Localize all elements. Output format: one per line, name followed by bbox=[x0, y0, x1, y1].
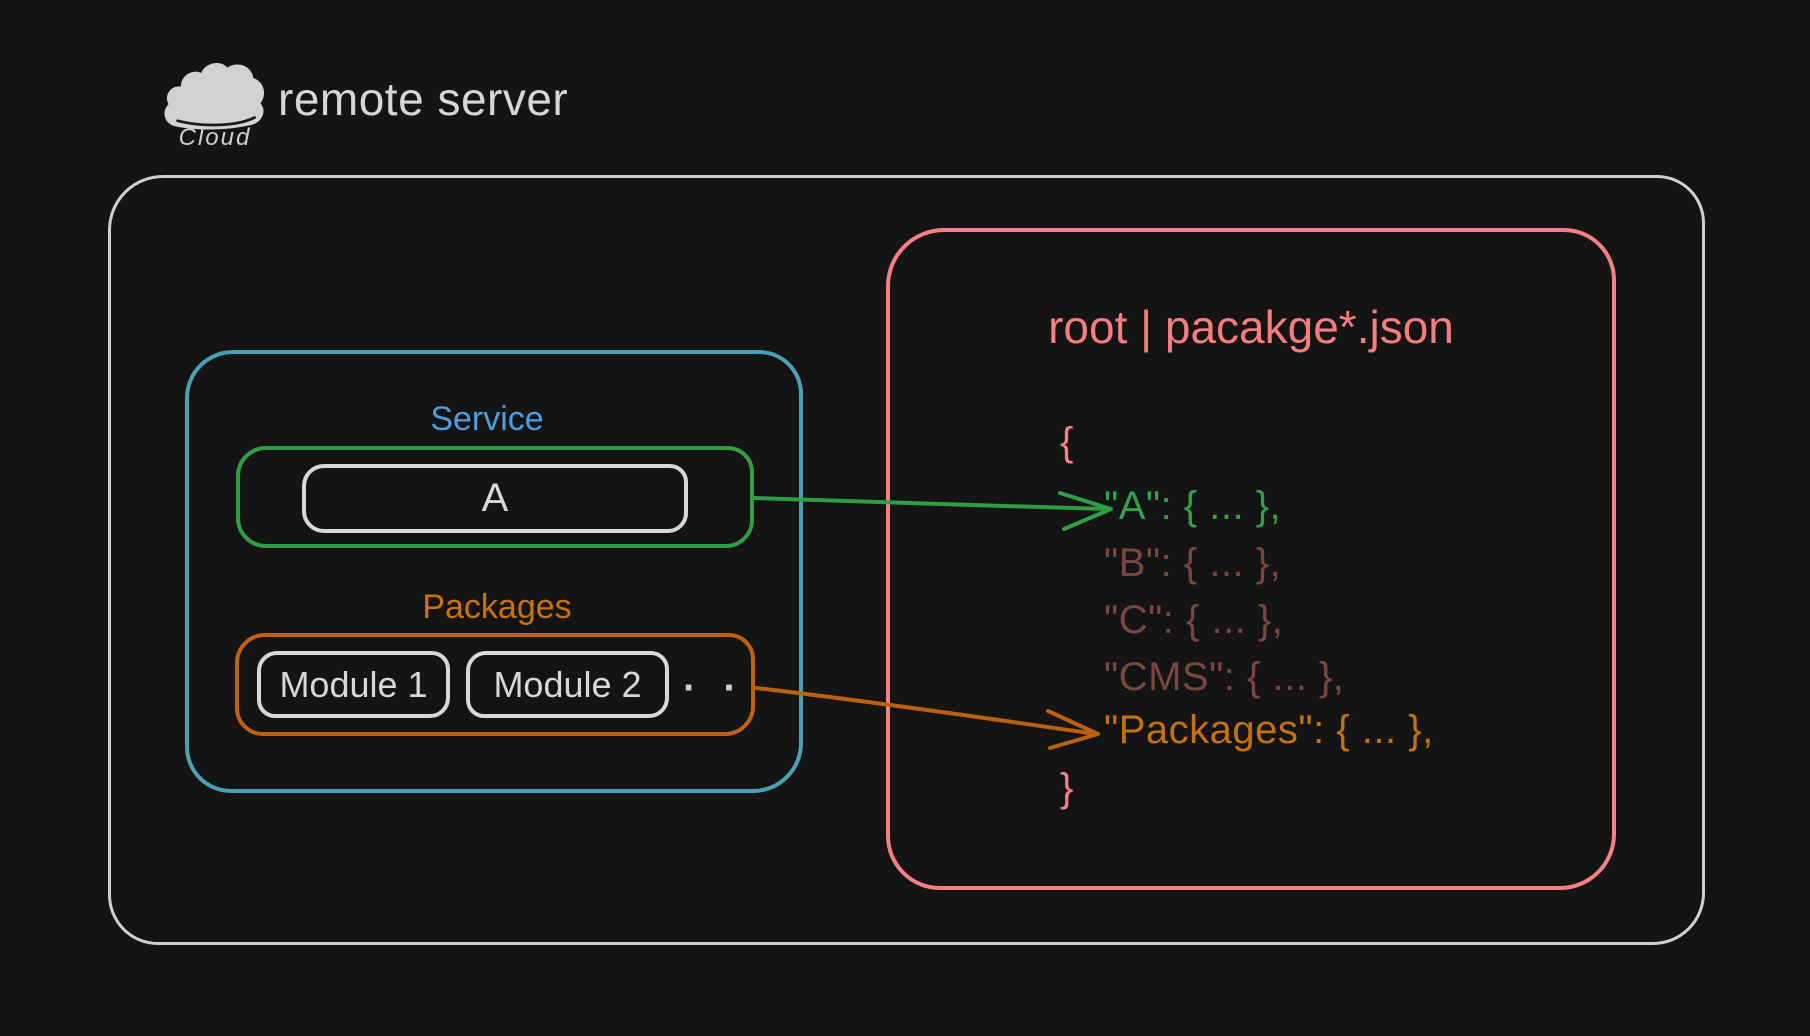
packages-group-box bbox=[235, 633, 755, 736]
service-group-label: Service bbox=[430, 400, 544, 438]
page-title: remote server bbox=[278, 73, 569, 125]
config-panel-title: root | pacakge*.json bbox=[1048, 301, 1454, 353]
config-panel-box bbox=[886, 228, 1616, 890]
packages-group-label: Packages bbox=[422, 588, 572, 626]
code-line-packages: "Packages": { ... }, bbox=[1104, 708, 1434, 752]
code-line-cms: "CMS": { ... }, bbox=[1104, 655, 1345, 699]
module-2-label: Module 2 bbox=[493, 663, 642, 705]
cloud-caption: Cloud bbox=[178, 124, 252, 151]
code-line-b: "B": { ... }, bbox=[1104, 541, 1282, 585]
code-close-brace: } bbox=[1060, 766, 1074, 810]
cloud-icon bbox=[164, 62, 265, 130]
module-2-box: Module 2 bbox=[466, 651, 669, 718]
service-packages-group-box bbox=[185, 350, 803, 793]
code-open-brace: { bbox=[1060, 420, 1074, 464]
module-1-label: Module 1 bbox=[279, 663, 428, 705]
remote-server-box bbox=[108, 175, 1705, 945]
more-modules-indicator: · · bbox=[683, 666, 745, 710]
service-node-a: A bbox=[302, 464, 688, 533]
module-1-box: Module 1 bbox=[257, 651, 450, 718]
code-line-c: "C": { ... }, bbox=[1104, 598, 1284, 642]
code-line-a: "A": { ... }, bbox=[1104, 484, 1282, 528]
service-node-a-label: A bbox=[481, 476, 509, 520]
